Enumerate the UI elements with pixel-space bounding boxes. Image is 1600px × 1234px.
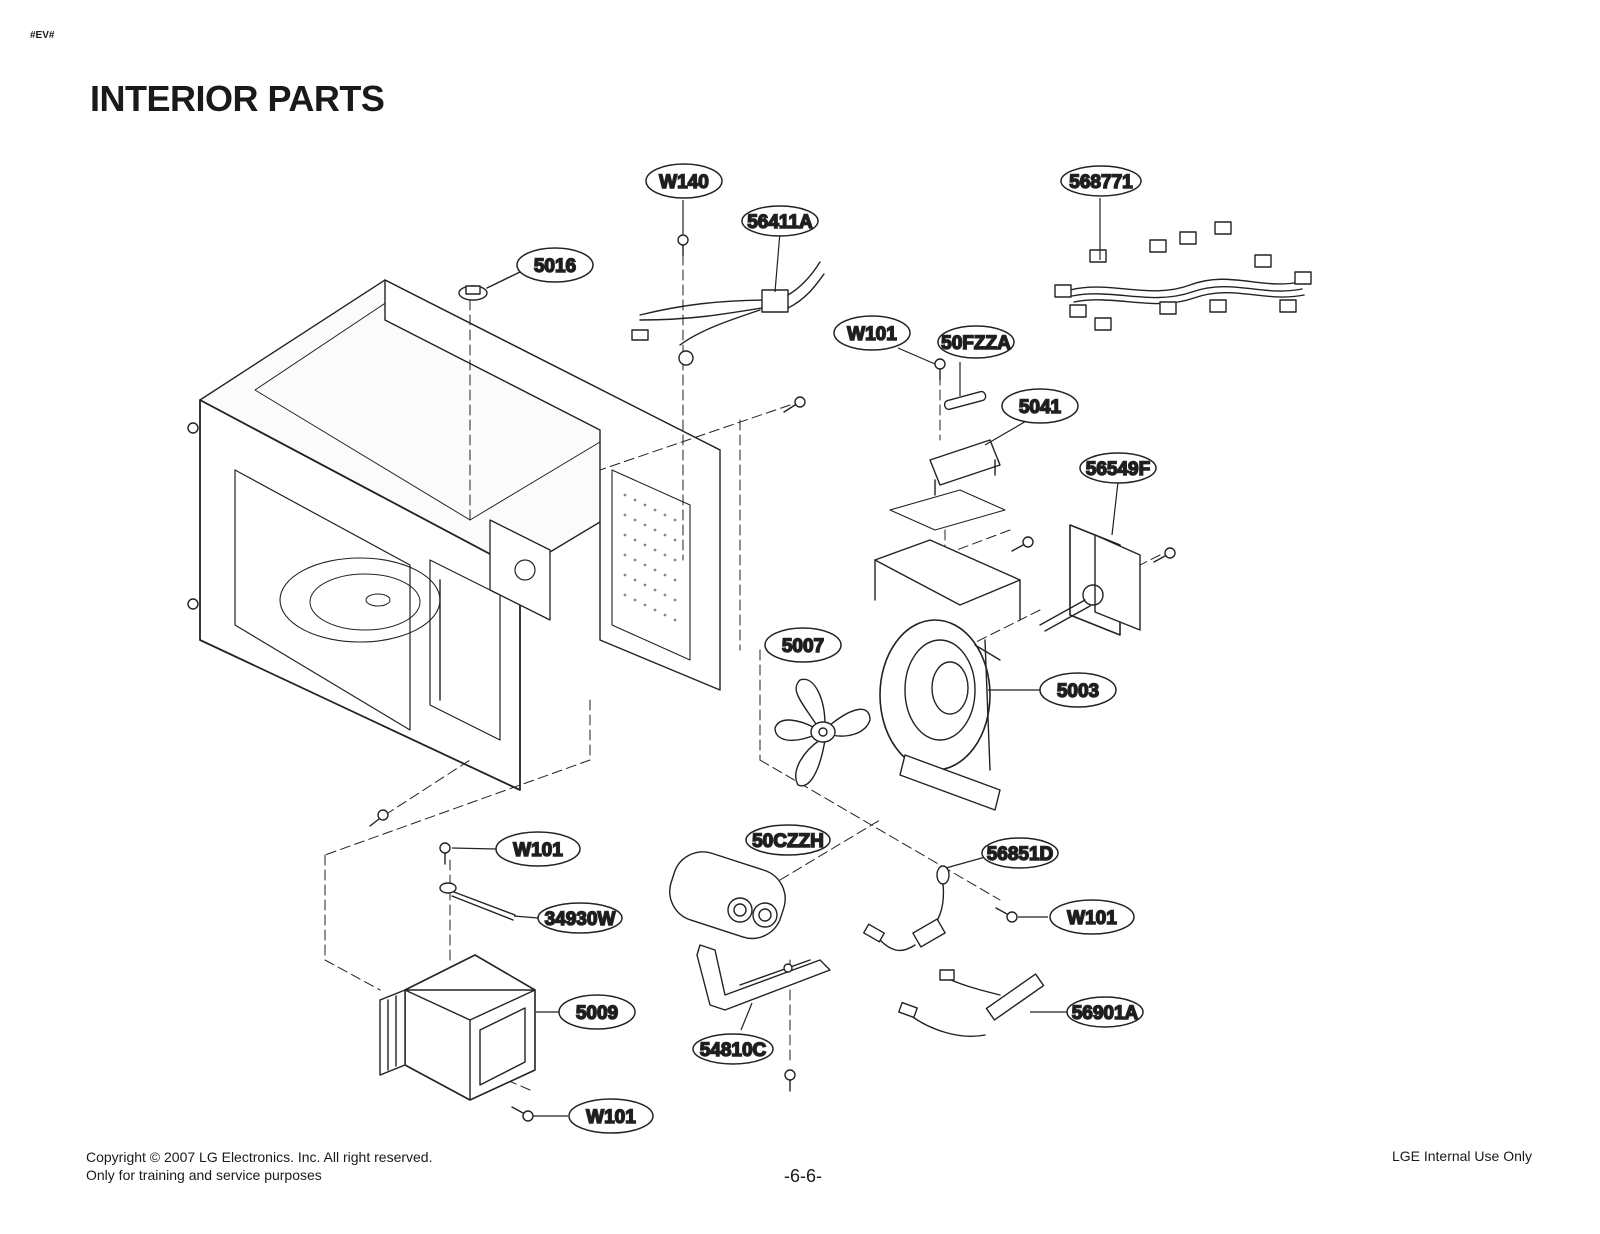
callout-w101-top: W101 — [833, 315, 911, 351]
oven-cavity — [187, 279, 721, 791]
wire-harness-568771 — [1054, 221, 1312, 331]
fuse-and-holder — [889, 390, 1006, 531]
document-code: #EV# — [30, 30, 55, 41]
callout-5009: 5009 — [558, 994, 636, 1030]
callout-56411a: 56411A — [741, 205, 819, 237]
fan-blade-5007 — [774, 678, 871, 787]
label-5009: 5009 — [576, 1003, 618, 1024]
callout-5041: 5041 — [1001, 388, 1079, 424]
capacitor-50czzh — [669, 851, 786, 940]
page-number: -6-6- — [784, 1166, 823, 1186]
cable-56411a — [631, 261, 825, 366]
callout-56901a: 56901A — [1066, 996, 1144, 1028]
label-w101-right: W101 — [1067, 908, 1117, 929]
footer-copyright-block: Copyright © 2007 LG Electronics. Inc. Al… — [86, 1148, 432, 1184]
thermostat-part — [458, 271, 521, 301]
label-5041: 5041 — [1019, 397, 1062, 418]
callout-56851d: 56851D — [981, 837, 1059, 869]
label-50fzza: 50FZZA — [941, 333, 1011, 354]
callout-5016: 5016 — [516, 247, 594, 283]
callout-5003: 5003 — [1039, 672, 1117, 708]
label-5007: 5007 — [782, 636, 824, 657]
label-56549f: 56549F — [1086, 459, 1150, 480]
label-56411a: 56411A — [747, 212, 813, 233]
label-54810c: 54810C — [700, 1040, 767, 1061]
label-56901a: 56901A — [1072, 1003, 1139, 1024]
callout-w101-bottom: W101 — [568, 1098, 654, 1134]
label-34930w: 34930W — [545, 909, 616, 930]
wire-34930w — [439, 882, 516, 921]
label-w140: W140 — [659, 172, 709, 193]
callout-34930w: 34930W — [537, 902, 623, 934]
label-w101-left: W101 — [513, 840, 563, 861]
copyright-text: Copyright © 2007 LG Electronics. Inc. Al… — [86, 1149, 433, 1165]
label-w101-bottom: W101 — [586, 1107, 636, 1128]
magnetron-5009 — [379, 954, 536, 1101]
callout-w140: W140 — [645, 163, 723, 199]
purpose-text: Only for training and service purposes — [86, 1167, 322, 1183]
label-56851d: 56851D — [987, 844, 1054, 865]
callout-54810c: 54810C — [692, 1033, 774, 1065]
capacitor-bracket-54810c — [696, 944, 831, 1011]
callout-5007: 5007 — [764, 627, 842, 663]
fan-housing-5003 — [874, 539, 1021, 811]
internal-use-notice: LGE Internal Use Only — [1391, 1148, 1532, 1164]
label-50czzh: 50CZZH — [752, 831, 824, 852]
callout-w101-left: W101 — [495, 831, 581, 867]
callout-50czzh: 50CZZH — [745, 824, 831, 856]
label-5003: 5003 — [1057, 681, 1099, 702]
sensor-56851d — [863, 865, 950, 952]
switch-assembly-56901a — [898, 969, 1045, 1037]
screws — [369, 234, 1176, 1122]
fan-motor-56549f — [1039, 524, 1141, 636]
callout-labels: W140 56411A 568771 5016 W101 50FZZA 5041 — [495, 163, 1157, 1134]
callout-56549f: 56549F — [1079, 452, 1157, 484]
page-title: INTERIOR PARTS — [90, 78, 385, 119]
label-5016: 5016 — [534, 256, 576, 277]
callout-568771: 568771 — [1060, 165, 1142, 197]
callout-50fzza: 50FZZA — [937, 325, 1015, 359]
callout-w101-right: W101 — [1049, 899, 1135, 935]
label-568771: 568771 — [1069, 172, 1133, 193]
label-w101-top: W101 — [847, 324, 897, 345]
